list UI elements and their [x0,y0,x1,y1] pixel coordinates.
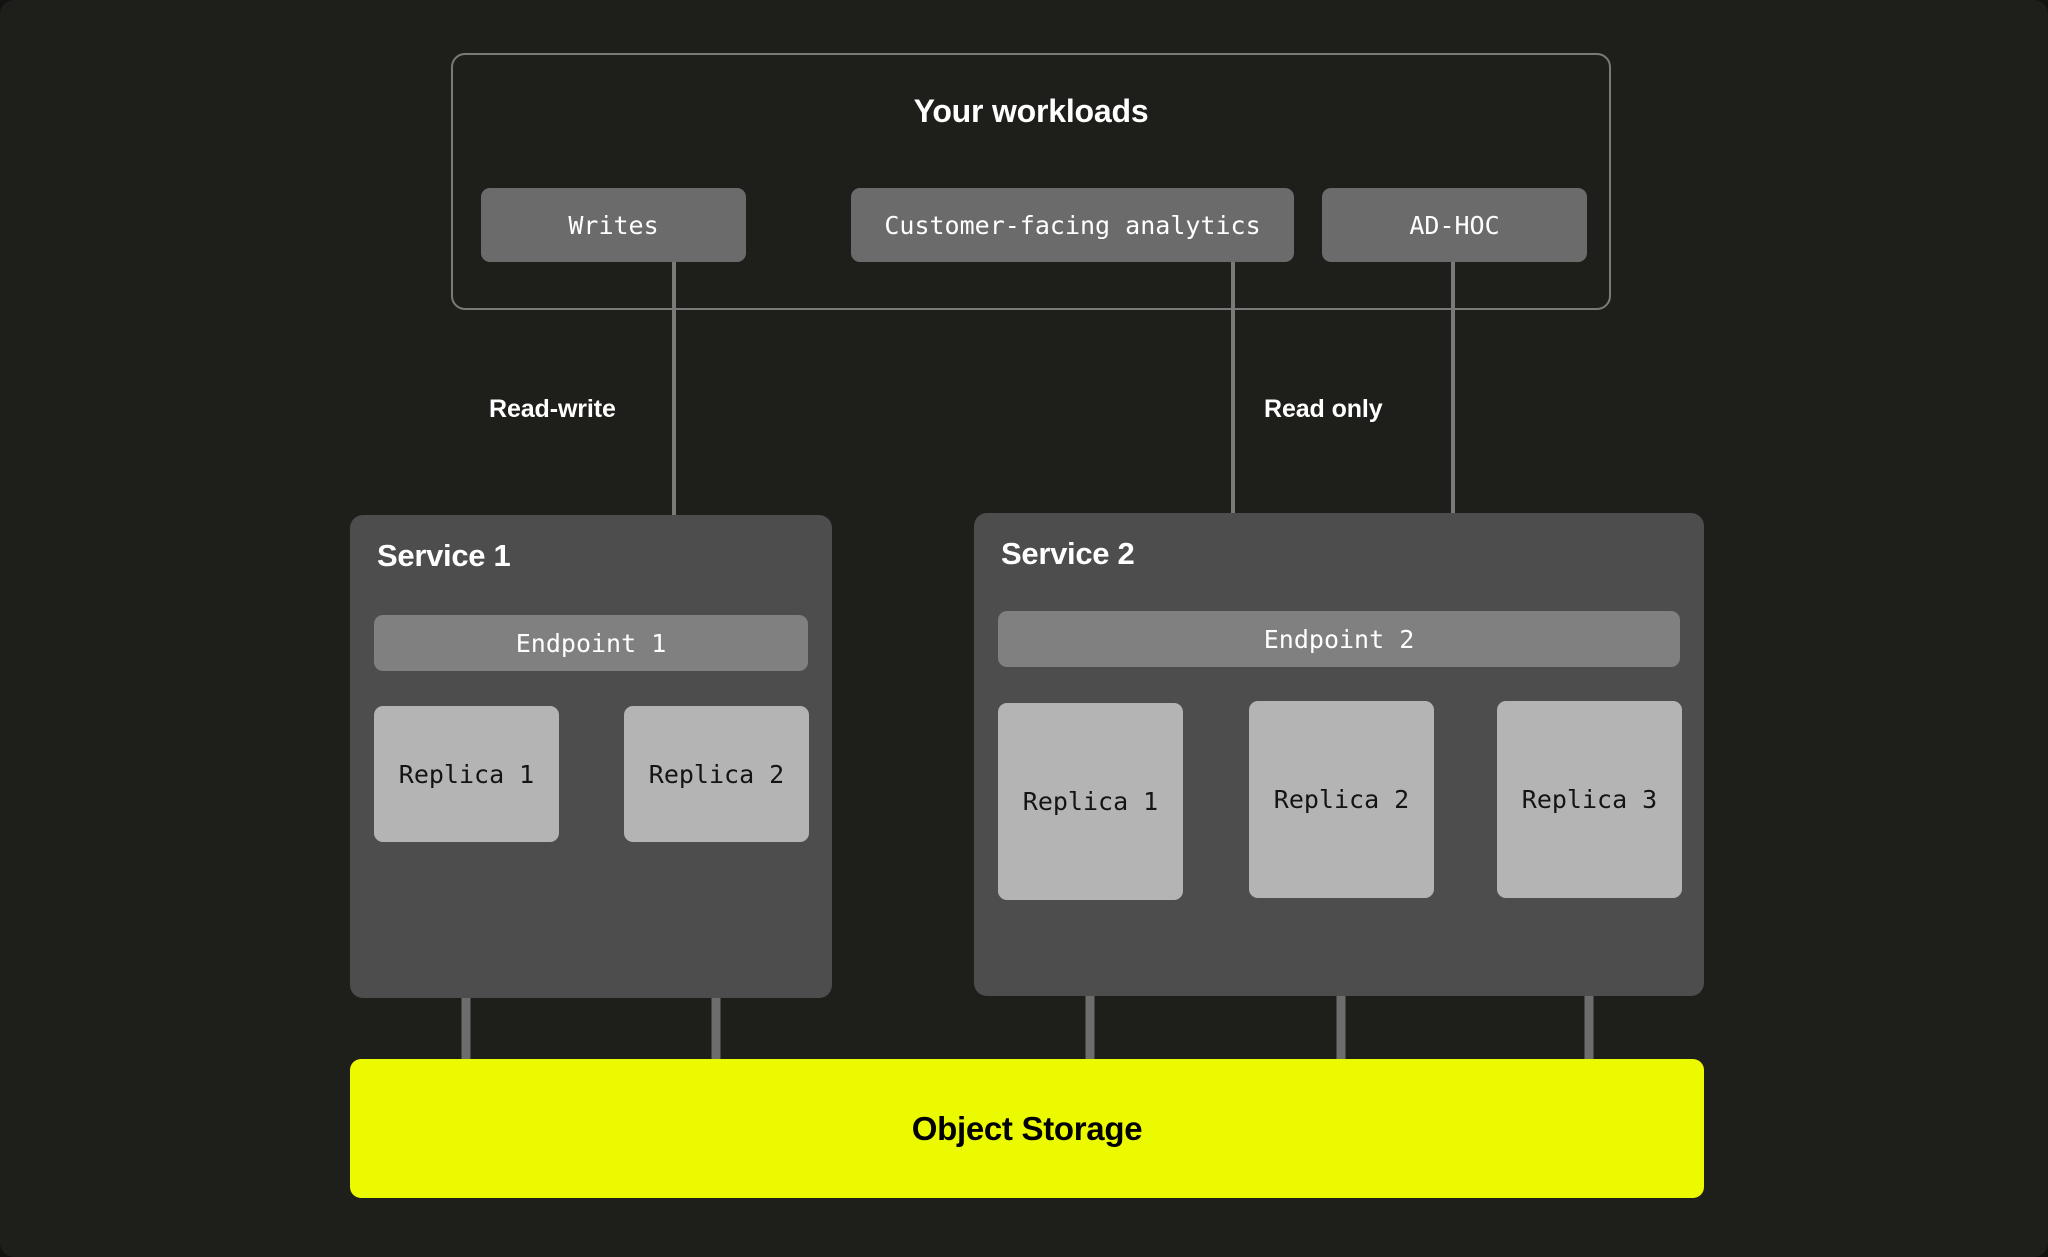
edge-label-read-only: Read only [1264,395,1383,423]
workloads-chip-row: Writes Customer-facing analytics AD-HOC [453,188,1609,262]
object-storage-label: Object Storage [911,1109,1143,1147]
service-panel-1[interactable]: Service 1 Endpoint 1 Replica 1 Replica 2 [350,515,832,998]
edge-label-read-write: Read-write [489,395,616,423]
endpoint-1[interactable]: Endpoint 1 [374,615,808,671]
workload-chip-customer-facing-analytics[interactable]: Customer-facing analytics [851,188,1294,262]
service-2-replica-1[interactable]: Replica 1 [998,703,1183,900]
endpoint-2[interactable]: Endpoint 2 [998,611,1680,667]
service-1-title: Service 1 [377,538,511,573]
service-1-replica-1[interactable]: Replica 1 [374,706,559,842]
service-panel-2[interactable]: Service 2 Endpoint 2 Replica 1 Replica 2… [974,513,1704,996]
object-storage-bar[interactable]: Object Storage [350,1059,1704,1198]
workloads-container: Your workloads Writes Customer-facing an… [451,53,1611,310]
workload-chip-writes[interactable]: Writes [481,188,746,262]
service-1-replica-2[interactable]: Replica 2 [624,706,809,842]
workload-chip-ad-hoc[interactable]: AD-HOC [1322,188,1587,262]
service-2-replica-2[interactable]: Replica 2 [1249,701,1434,898]
workloads-title: Your workloads [913,93,1149,129]
service-2-replica-3[interactable]: Replica 3 [1497,701,1682,898]
service-2-title: Service 2 [1001,536,1135,571]
